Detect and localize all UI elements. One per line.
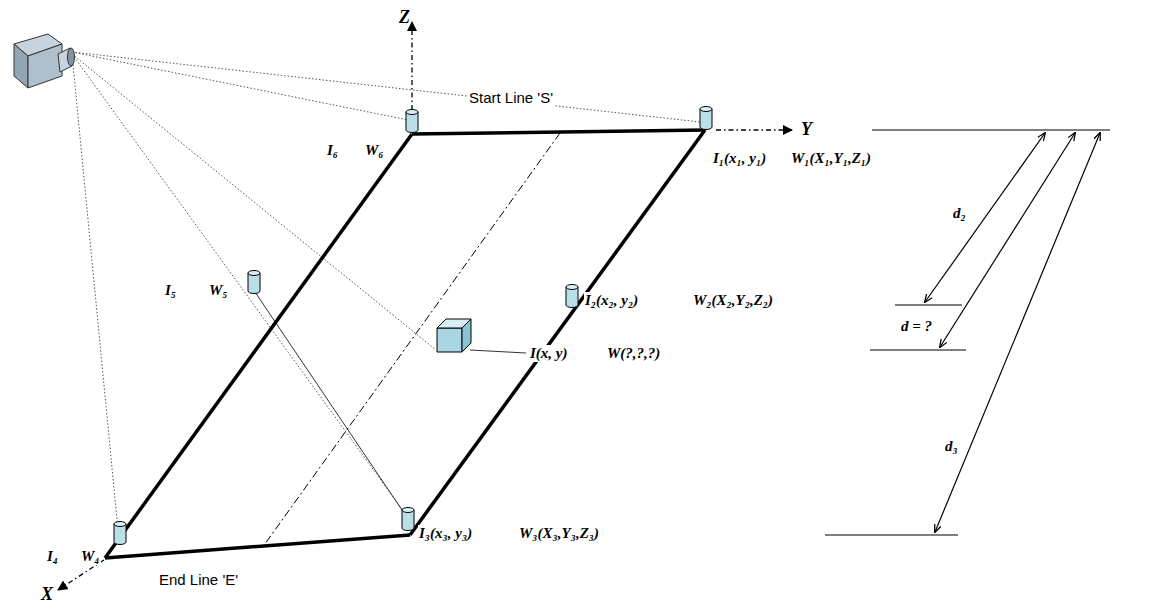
dimension-arrow bbox=[935, 133, 1100, 532]
marker-poles bbox=[114, 107, 712, 545]
point-label: I₄ bbox=[46, 548, 59, 565]
object-cube bbox=[437, 319, 471, 352]
axis-label: Y bbox=[800, 120, 813, 140]
x-axis bbox=[58, 560, 104, 590]
pole bbox=[406, 110, 418, 133]
center-line bbox=[262, 133, 560, 548]
pole bbox=[248, 271, 260, 294]
camera-icon bbox=[14, 34, 75, 88]
point-label: I₆ bbox=[326, 142, 339, 159]
z-axis bbox=[411, 22, 412, 110]
line-label: End Line 'E' bbox=[158, 572, 239, 589]
point-label: I(x, y) bbox=[529, 345, 569, 362]
point-label: I₂(x₂, y₂) bbox=[584, 292, 639, 309]
point-label: W₄ bbox=[80, 548, 101, 565]
pole bbox=[566, 285, 578, 308]
dimension-label: d₃ bbox=[944, 438, 959, 455]
pole bbox=[114, 522, 126, 545]
point-label: W₂(X₂,Y₂,Z₂) bbox=[692, 292, 774, 309]
point-label: W₅ bbox=[208, 282, 229, 299]
dimension-label: d₂ bbox=[952, 205, 967, 222]
pole bbox=[402, 508, 414, 531]
line-label: Start Line 'S' bbox=[468, 90, 554, 107]
point-label: I₅ bbox=[164, 282, 177, 299]
axis-label: X bbox=[40, 585, 54, 605]
camera-rays bbox=[72, 52, 700, 530]
dimension-label: d = ? bbox=[900, 318, 933, 335]
axis-label: Z bbox=[398, 8, 411, 28]
point-label: W(?,?,?) bbox=[606, 345, 661, 362]
start-line bbox=[412, 130, 705, 134]
leader-line bbox=[470, 350, 526, 353]
region-outline bbox=[105, 130, 705, 558]
cross-sight-line bbox=[255, 292, 402, 510]
point-label: W₁(X₁,Y₁,Z₁) bbox=[790, 150, 872, 167]
point-label: I₃(x₃, y₃) bbox=[418, 525, 473, 542]
side-line bbox=[105, 134, 412, 558]
y-axis bbox=[716, 129, 792, 130]
distance-dimensions bbox=[825, 130, 1110, 535]
pole bbox=[700, 107, 712, 130]
end-line bbox=[105, 535, 410, 558]
side-line bbox=[410, 130, 705, 535]
axes bbox=[58, 22, 792, 590]
point-label: W₆ bbox=[364, 142, 385, 159]
point-label: W₃(X₃,Y₃,Z₃) bbox=[518, 525, 600, 542]
dimension-arrow bbox=[940, 133, 1075, 347]
point-label: I₁(x₁, y₁) bbox=[712, 150, 767, 167]
